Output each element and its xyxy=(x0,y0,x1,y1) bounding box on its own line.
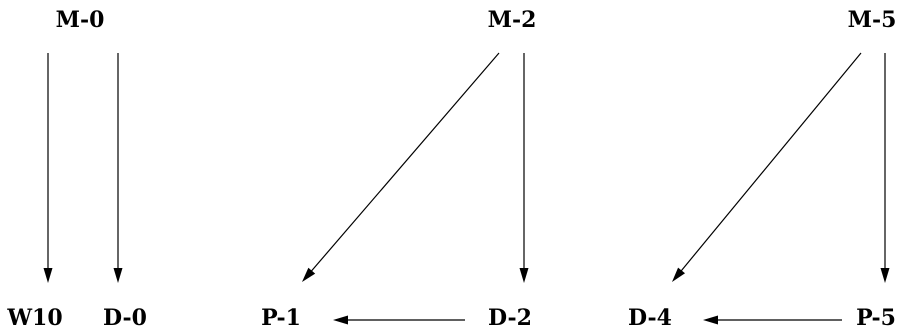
edge-m-2-to-p-1 xyxy=(310,52,500,273)
edge-m-5-to-d-4 xyxy=(679,52,862,273)
node-p-5: P-5 xyxy=(856,305,896,330)
node-p-1: P-1 xyxy=(261,305,301,330)
arrowhead-m-0-to-w10 xyxy=(43,268,53,283)
node-w10: W10 xyxy=(6,305,62,330)
edges-group xyxy=(43,52,890,325)
arrowhead-m-5-to-d-4 xyxy=(672,267,686,282)
node-d-0: D-0 xyxy=(103,305,147,330)
arrowhead-m-5-to-p-5 xyxy=(880,268,890,283)
arrowhead-m-2-to-p-1 xyxy=(302,267,316,282)
node-labels-group: M-0 M-2 M-5 W10 D-0 P-1 D-2 D-4 P-5 xyxy=(6,7,896,330)
arrowhead-p-5-to-d-4 xyxy=(703,315,718,325)
arrowhead-d-2-to-p-1 xyxy=(333,315,348,325)
arrowhead-m-0-to-d-0 xyxy=(113,268,123,283)
node-d-2: D-2 xyxy=(488,305,532,330)
node-d-4: D-4 xyxy=(628,305,672,330)
node-m-0: M-0 xyxy=(56,7,105,33)
node-m-2: M-2 xyxy=(488,7,537,33)
node-m-5: M-5 xyxy=(848,7,897,33)
arrowhead-m-2-to-d-2 xyxy=(519,268,529,283)
